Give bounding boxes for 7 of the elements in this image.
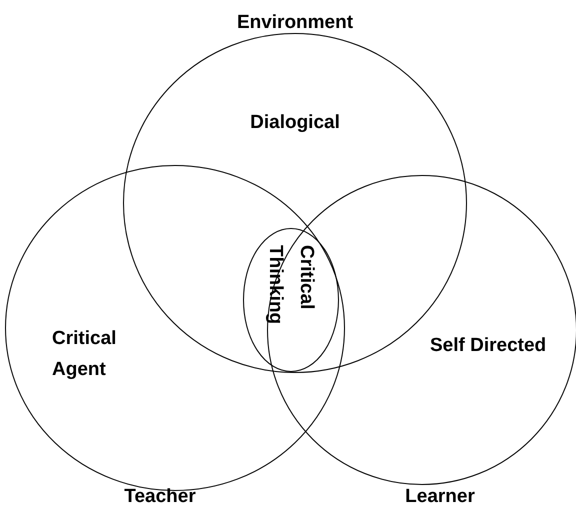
venn-label: Critical Agent [52,327,118,382]
venn-label: Self Directed [430,334,548,358]
venn-label: Critical Thinking [264,245,318,326]
venn-label: Dialogical [249,111,341,135]
venn-label: Teacher [123,485,197,509]
venn-label: Learner [404,485,476,509]
heading: Environment [236,11,354,35]
